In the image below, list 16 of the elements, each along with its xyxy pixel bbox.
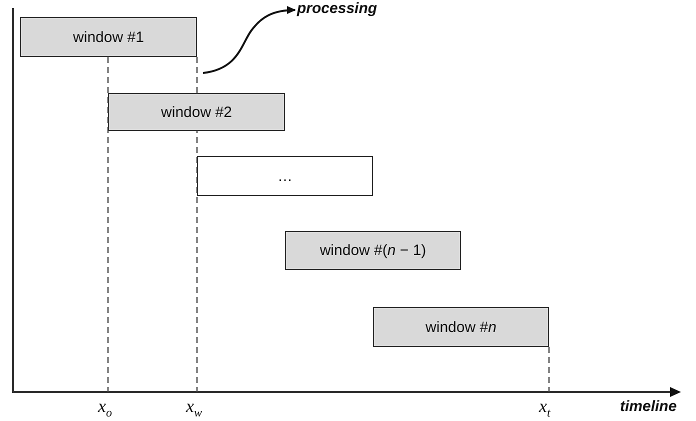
window-box bbox=[285, 231, 461, 270]
window-label: window #n bbox=[426, 318, 496, 336]
axis-tick-label: x$_{o}$ bbox=[98, 396, 112, 421]
axis-title: timeline bbox=[620, 398, 677, 415]
window-label: … bbox=[278, 168, 292, 184]
window-label: window #(n − 1) bbox=[320, 242, 426, 259]
axis-tick-label: x$_{t}$ bbox=[539, 396, 550, 421]
window-label: window #1 bbox=[73, 28, 144, 46]
window-box bbox=[373, 307, 549, 347]
window-label: window #2 bbox=[161, 104, 232, 120]
window-box bbox=[108, 93, 285, 131]
process-label: processing bbox=[297, 0, 378, 17]
window-box bbox=[197, 156, 373, 196]
curved-arrow bbox=[202, 6, 296, 74]
window-box bbox=[20, 17, 197, 57]
axis-tick-label: x$_{w}$ bbox=[186, 396, 202, 421]
